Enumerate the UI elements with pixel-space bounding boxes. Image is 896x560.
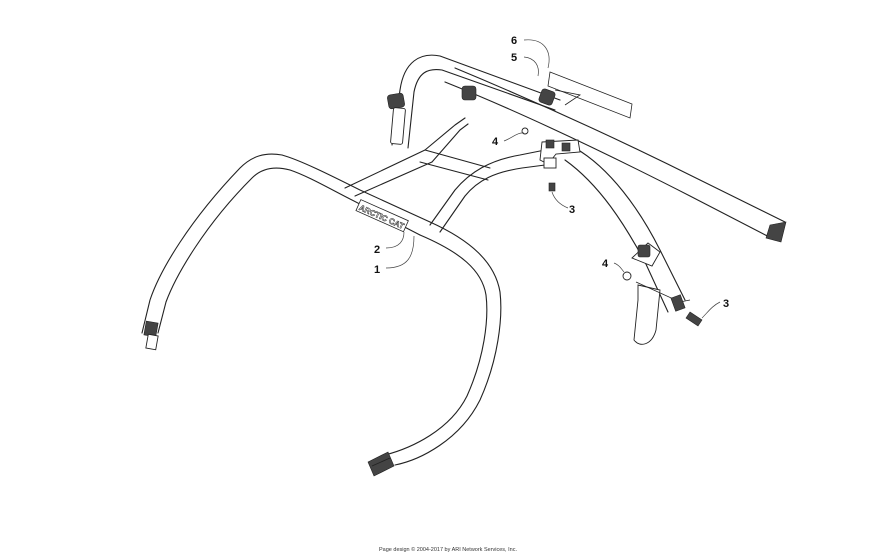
cross-braces	[344, 117, 546, 233]
callout-2: 2	[374, 244, 380, 256]
front-roll-bar	[141, 153, 502, 477]
rear-roll-bar	[387, 54, 787, 313]
grab-handle-strap	[547, 71, 633, 119]
callout-3-upper: 3	[569, 204, 575, 216]
callout-5: 5	[511, 52, 517, 64]
upper-mount-bracket	[521, 127, 581, 192]
leader-lines	[385, 39, 721, 319]
callout-4-lower: 4	[602, 258, 609, 270]
callout-3-lower: 3	[723, 298, 729, 310]
arctic-cat-logo-decal: ARCTIC CAT	[355, 199, 409, 233]
footer-copyright: Page design © 2004-2017 by ARI Network S…	[379, 547, 517, 553]
callout-6: 6	[511, 35, 517, 47]
callout-4-upper: 4	[492, 136, 499, 148]
callout-1: 1	[374, 264, 380, 276]
lower-mount-bracket	[622, 242, 703, 345]
callout-labels: 6 5 4 3 2 1 4 3	[374, 35, 729, 310]
